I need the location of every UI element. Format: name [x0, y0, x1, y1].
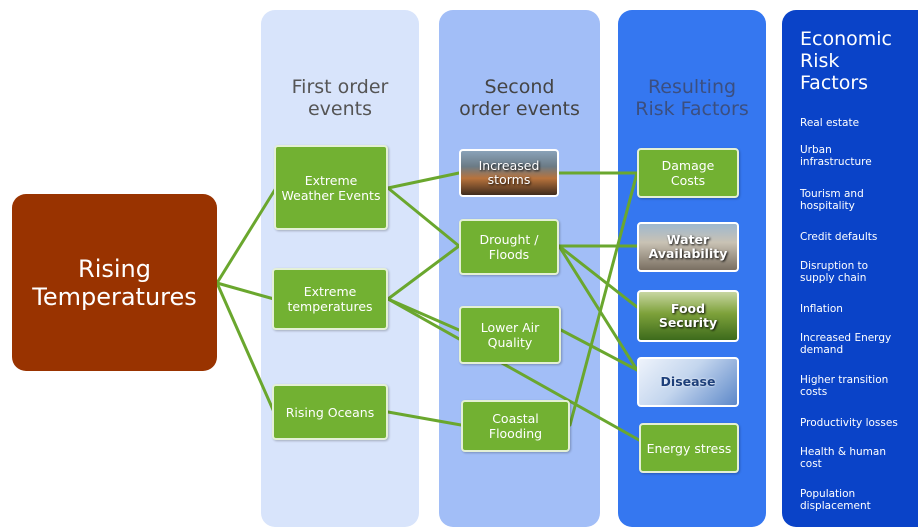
second-order-lower-air-quality: Lower Air Quality [459, 306, 561, 364]
economic-item: Increased Energy demand [800, 332, 892, 356]
economic-item: Higher transition costs [800, 374, 889, 398]
resulting-energy-stress: Energy stress [639, 423, 739, 473]
connector [215, 281, 276, 414]
connector [386, 186, 461, 248]
connector [557, 244, 639, 309]
resulting-water-availability: Water Availability [637, 222, 739, 272]
resulting-title: Resulting Risk Factors [635, 76, 749, 120]
connector [557, 244, 639, 372]
second-order-title: Second order events [459, 76, 580, 120]
resulting-food-security: Food Security [637, 290, 739, 342]
second-order-coastal-flooding: Coastal Flooding [461, 400, 570, 452]
economic-item: Inflation [800, 303, 843, 315]
economic-item: Health & human cost [800, 446, 886, 470]
economic-item: Credit defaults [800, 231, 878, 243]
food-security-label: Food Security [658, 301, 718, 330]
first-order-extreme-temperatures: Extreme temperatures [272, 268, 388, 330]
increased-storms-label: Increased storms [478, 158, 540, 187]
economic-item: Productivity losses [800, 417, 898, 429]
rising-temperatures-box: Rising Temperatures [12, 194, 217, 371]
economic-item: Tourism and hospitality [800, 188, 864, 212]
resulting-disease: Disease [637, 357, 739, 407]
connector [386, 171, 461, 190]
resulting-damage-costs: Damage Costs [637, 148, 739, 198]
economic-title: Economic Risk Factors [800, 28, 892, 94]
economic-panel: Economic Risk Factors Real estate Urban … [782, 10, 918, 527]
economic-item: Real estate [800, 117, 860, 129]
connector [386, 297, 641, 442]
connector [568, 171, 639, 427]
connector [215, 281, 276, 301]
connector [215, 186, 278, 285]
first-order-extreme-weather: Extreme Weather Events [274, 145, 388, 230]
second-order-drought-floods: Drought / Floods [459, 219, 559, 275]
economic-item: Urban infrastructure [800, 144, 872, 168]
second-order-increased-storms: Increased storms [459, 149, 559, 197]
connector [386, 410, 463, 427]
water-availability-label: Water Availability [648, 232, 728, 261]
disease-label: Disease [660, 374, 716, 389]
first-order-title: First order events [291, 76, 389, 120]
economic-item: Population displacement [800, 488, 871, 512]
connector [559, 328, 639, 372]
connector [386, 244, 461, 301]
economic-item: Disruption to supply chain [800, 260, 869, 284]
first-order-rising-oceans: Rising Oceans [272, 384, 388, 440]
